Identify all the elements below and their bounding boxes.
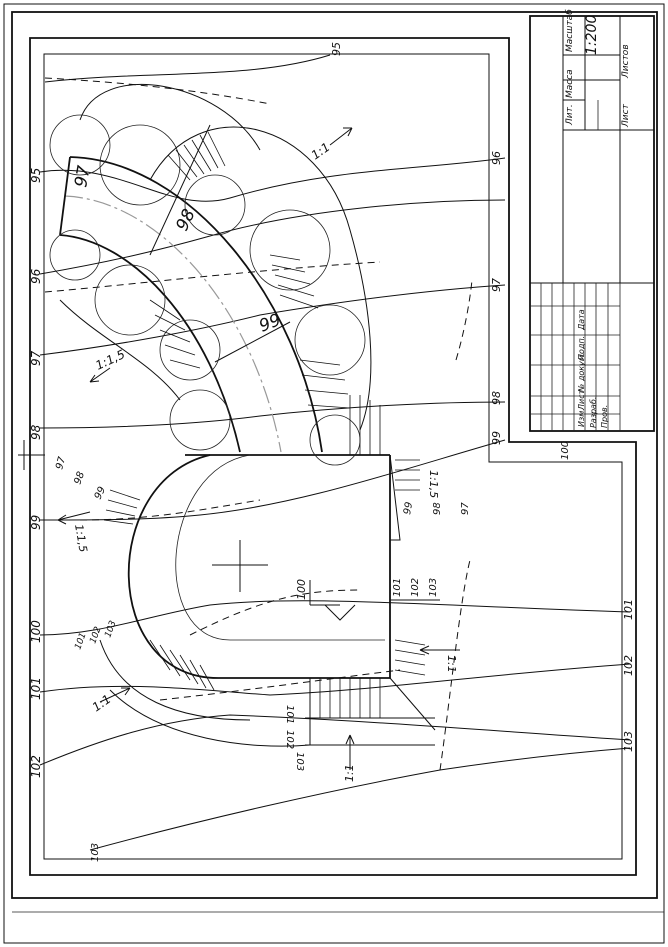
slope-label-5: 1:1,5: [427, 470, 440, 498]
tb-listov: Листов: [621, 44, 631, 79]
contour-left-95: 95: [29, 168, 43, 183]
fan-left-99: 99: [93, 485, 108, 501]
slope-bottom-102: 102: [88, 625, 103, 645]
title-block: Лит. Масса Масштаб 1:200 Лист Листов Изм…: [529, 9, 655, 432]
contour-left-102: 102: [29, 755, 43, 778]
fan-right-97: 97: [460, 502, 471, 515]
slope-label-1: 1:1: [309, 140, 333, 163]
slope-left-103: 103: [294, 752, 305, 771]
fan-right-99: 99: [402, 501, 415, 515]
tb-masshtab: Масштаб: [565, 9, 575, 52]
slope-label-3: 1:1,5: [72, 523, 90, 553]
page-border: [3, 3, 665, 944]
road-mark-99: 99: [256, 310, 284, 337]
contour-right-99: 99: [490, 431, 503, 445]
slope-bottom-103: 103: [103, 619, 118, 639]
tb-data: Дата: [577, 309, 586, 331]
tb-podp: Подп.: [577, 336, 586, 360]
road-mark-97: 97: [71, 164, 94, 189]
slope-right-103: 103: [428, 578, 439, 597]
tb-prov: Пров.: [600, 405, 609, 428]
tb-izm: Изм.: [577, 408, 586, 427]
plot-frame-inner: [43, 53, 623, 860]
contour-right-100: 100: [560, 441, 571, 460]
tb-razrab: Разраб.: [589, 397, 598, 428]
slope-left-101: 101: [284, 705, 295, 724]
slope-label-6: 1:1: [343, 764, 356, 782]
contour-left-100: 100: [29, 620, 43, 643]
slope-label-7: 1:1: [445, 655, 458, 673]
contour-labels-left: 95 96 97 98 99 100 101 102 103: [29, 168, 101, 862]
contour-left-98: 98: [29, 424, 43, 440]
slope-bottom-101: 101: [73, 631, 88, 651]
sheet-frame: [11, 11, 658, 899]
contour-right-95: 95: [330, 42, 343, 56]
plot-frame-outer: [29, 37, 637, 876]
contour-left-103: 103: [90, 843, 101, 862]
contour-right-103: 103: [622, 731, 635, 752]
slope-left-102: 102: [284, 730, 295, 749]
slope-arrows: [57, 127, 460, 770]
contour-right-101: 101: [622, 599, 635, 620]
contour-left-99: 99: [29, 515, 43, 530]
level-marker: [309, 580, 356, 621]
contour-right-102: 102: [622, 655, 635, 676]
contour-left-97: 97: [29, 350, 43, 366]
contour-left-101: 101: [29, 677, 43, 700]
tb-list: Лист: [621, 103, 631, 128]
road-ramp: [59, 124, 390, 456]
slope-circles: [49, 83, 372, 466]
pad-level: 100: [295, 579, 308, 600]
slope-label-2: 1:1,5: [93, 347, 127, 373]
contour-right-98: 98: [490, 391, 503, 405]
platform-hatching: [103, 459, 426, 718]
tb-lit: Лит.: [565, 104, 575, 126]
tb-ndok: № докум.: [577, 353, 586, 393]
contour-right-96: 96: [490, 151, 503, 165]
contour-left-96: 96: [29, 268, 43, 284]
slope-right-101: 101: [392, 578, 403, 597]
contour-lines: [39, 54, 631, 851]
slope-label-4: 1:1: [90, 692, 114, 715]
contour-right-97: 97: [490, 278, 503, 292]
tb-massa: Масса: [565, 69, 575, 98]
ramp-hatching: [149, 131, 381, 455]
tb-kol: Лист: [577, 389, 586, 411]
fan-left-97: 97: [54, 455, 68, 471]
fan-left-98: 98: [72, 470, 87, 486]
fan-right-98: 98: [432, 502, 443, 515]
tb-scale: 1:200: [584, 15, 600, 55]
contour-labels-right: 95 96 97 98 99 100 101 102 103: [330, 42, 635, 752]
slope-right-102: 102: [410, 578, 421, 597]
